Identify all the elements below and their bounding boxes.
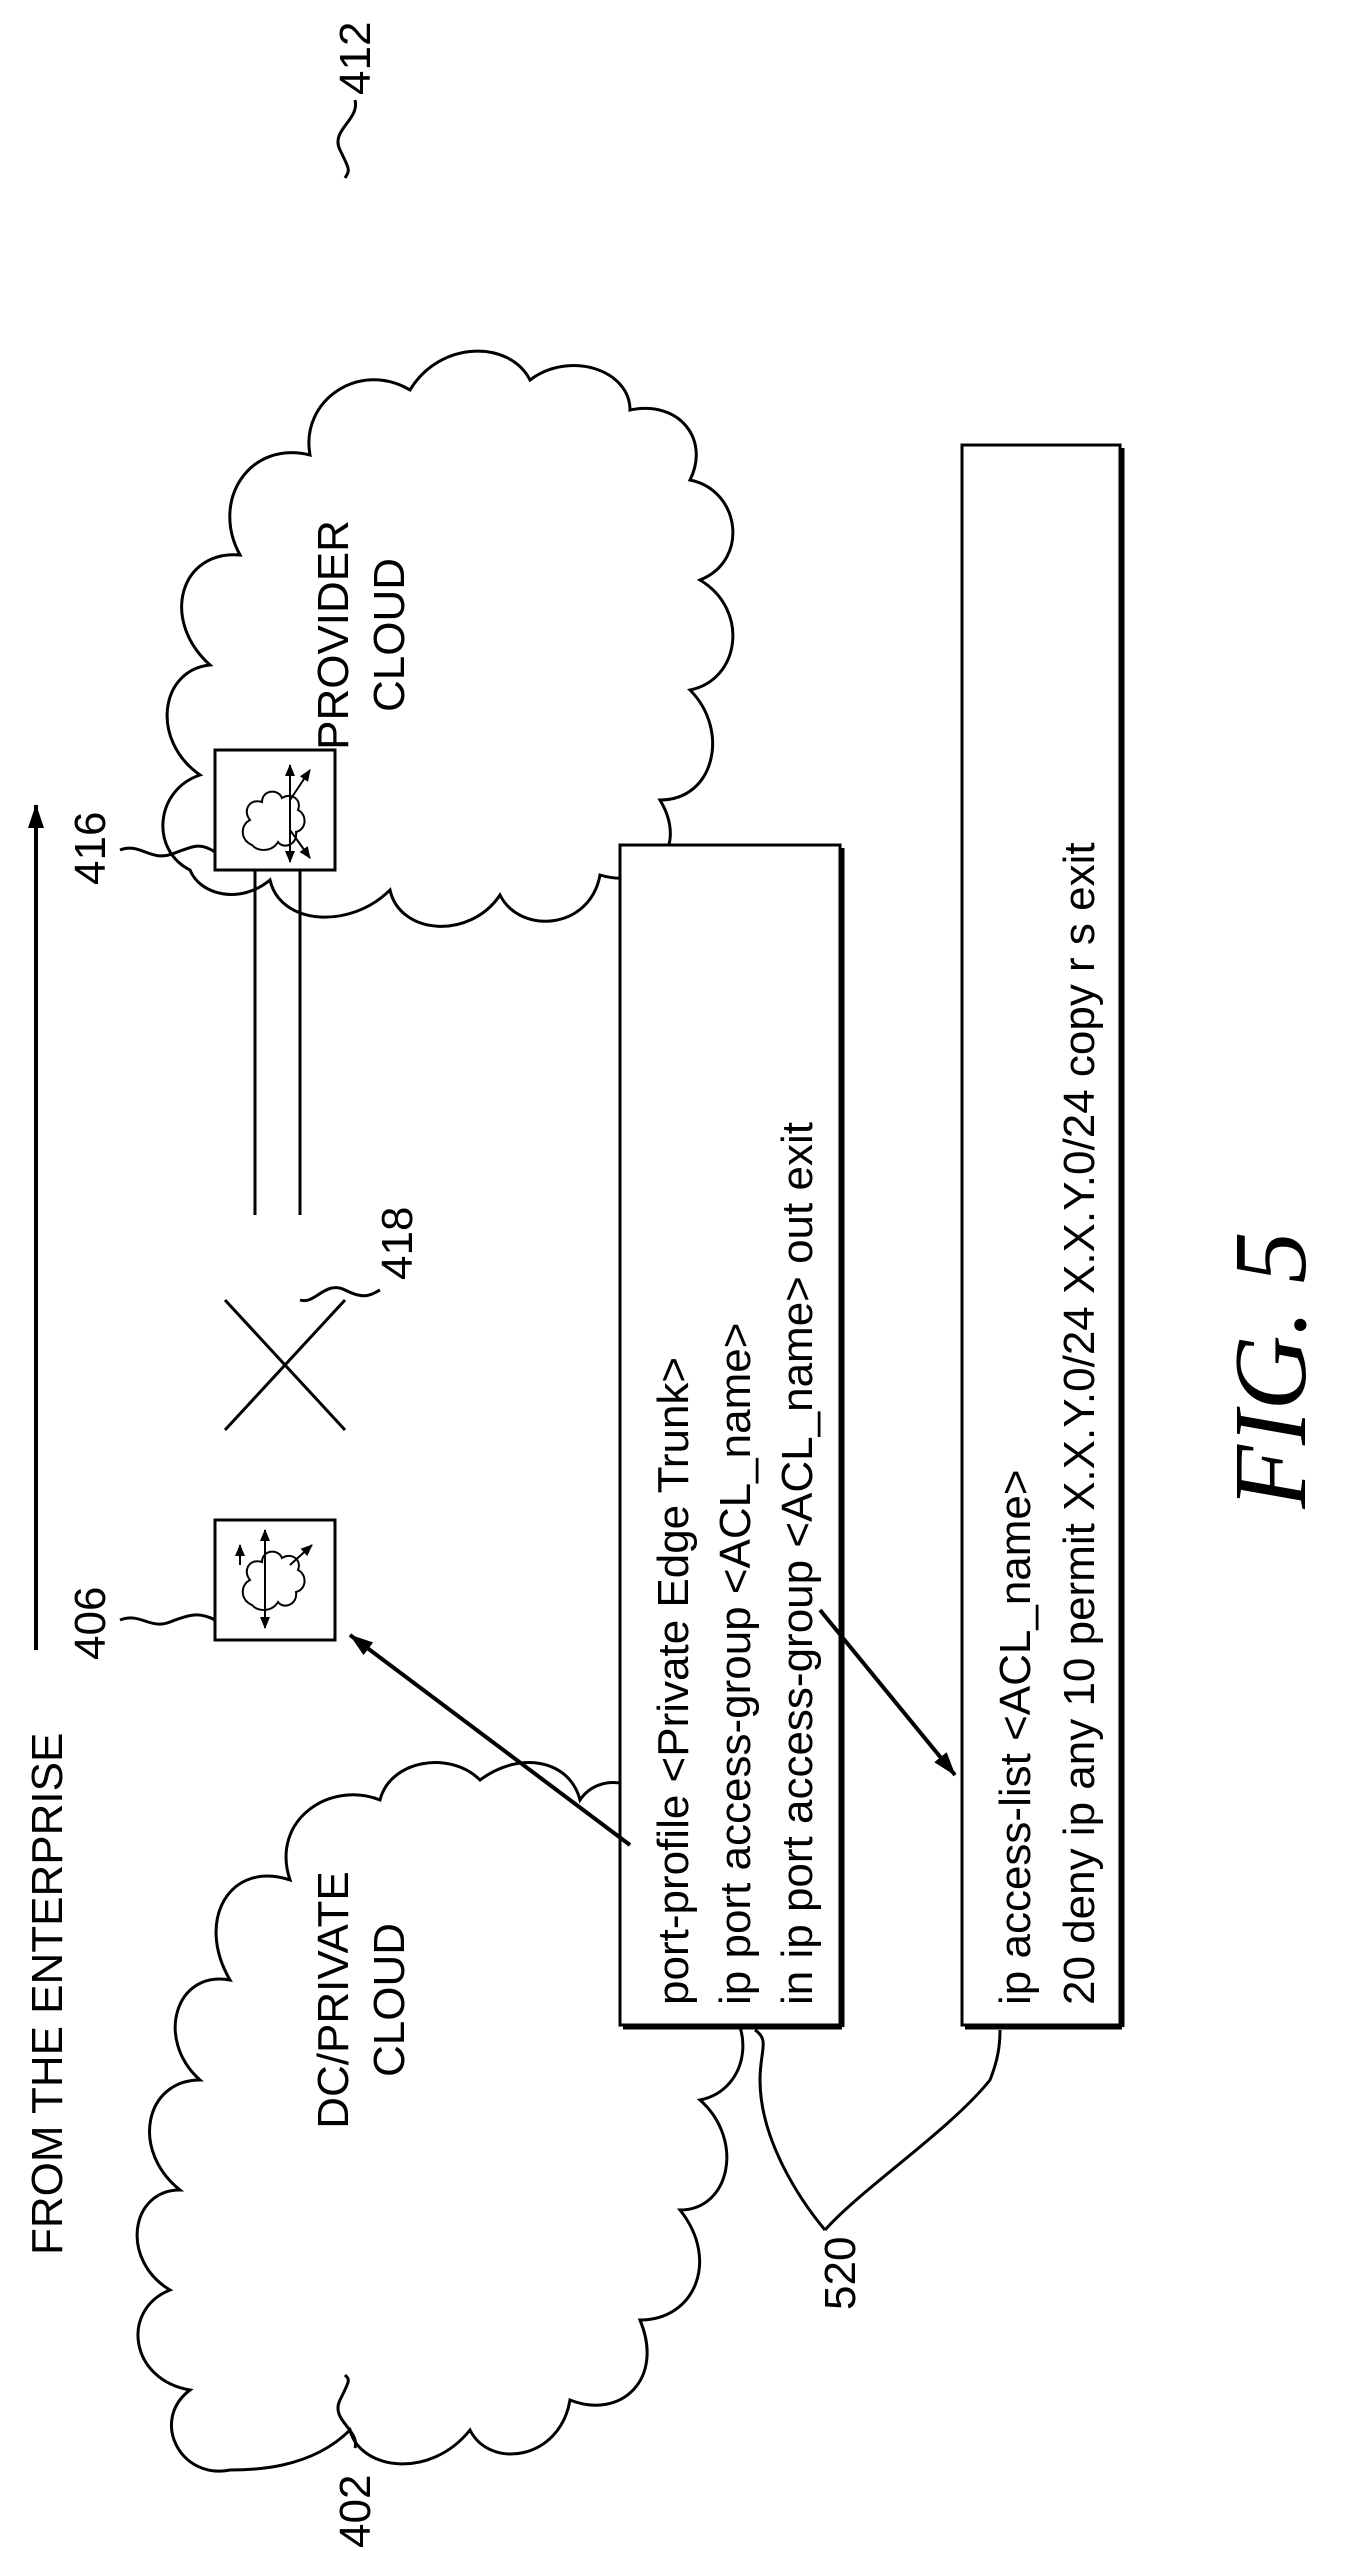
private-edge-box (215, 1520, 335, 1640)
private-cloud-label-line1: DC/PRIVATE (309, 1871, 358, 2129)
provider-edge-box (215, 750, 335, 870)
config-box-2-line1: ip access-list <ACL_name> (991, 1469, 1040, 2005)
ref-418-leader (300, 1288, 380, 1301)
config-box-port-profile: port-profile <Private Edge Trunk> ip por… (620, 845, 842, 2027)
private-cloud-label-line2: CLOUD (365, 1923, 414, 2077)
ref-406: 406 (66, 1587, 215, 1660)
config-box-1-line1: port-profile <Private Edge Trunk> (649, 1357, 698, 2005)
provider-edge-device (215, 750, 335, 870)
ref-412: 412 (331, 22, 380, 178)
ref-402-label: 402 (331, 2475, 380, 2548)
ref-412-label: 412 (331, 22, 380, 95)
ref-520: 520 (755, 2030, 1000, 2310)
link-418 (225, 870, 345, 1430)
ref-416-label: 416 (66, 812, 115, 885)
ref-520-leader-box-1 (755, 2030, 825, 2230)
provider-cloud-label-line1: PROVIDER (309, 520, 358, 750)
figure-label: FIG. 5 (1213, 1231, 1328, 1509)
ref-406-label: 406 (66, 1587, 115, 1660)
ref-520-leader-box-2 (825, 2030, 1000, 2230)
arrow-to-private-edge (350, 1635, 630, 1845)
config-box-access-list: ip access-list <ACL_name> 20 deny ip any… (962, 445, 1122, 2027)
direction-label: FROM THE ENTERPRISE (23, 1733, 72, 2255)
provider-cloud-label-line2: CLOUD (365, 558, 414, 712)
ref-406-leader (120, 1615, 215, 1624)
ref-412-leader (338, 100, 356, 178)
config-box-1-line3: in ip port access-group <ACL_name> out e… (773, 1122, 822, 2005)
private-edge-device (215, 1520, 335, 1640)
ref-402: 402 (331, 2375, 380, 2548)
ref-418-label: 418 (373, 1207, 422, 1280)
ref-418: 418 (300, 1207, 422, 1301)
direction-indicator: FROM THE ENTERPRISE (23, 805, 72, 2255)
config-box-2-line2: 20 deny ip any 10 permit X.X.Y.0/24 X.X.… (1055, 842, 1104, 2005)
config-box-1-line2: ip port access-group <ACL_name> (711, 1323, 760, 2005)
ref-520-label: 520 (816, 2237, 865, 2310)
